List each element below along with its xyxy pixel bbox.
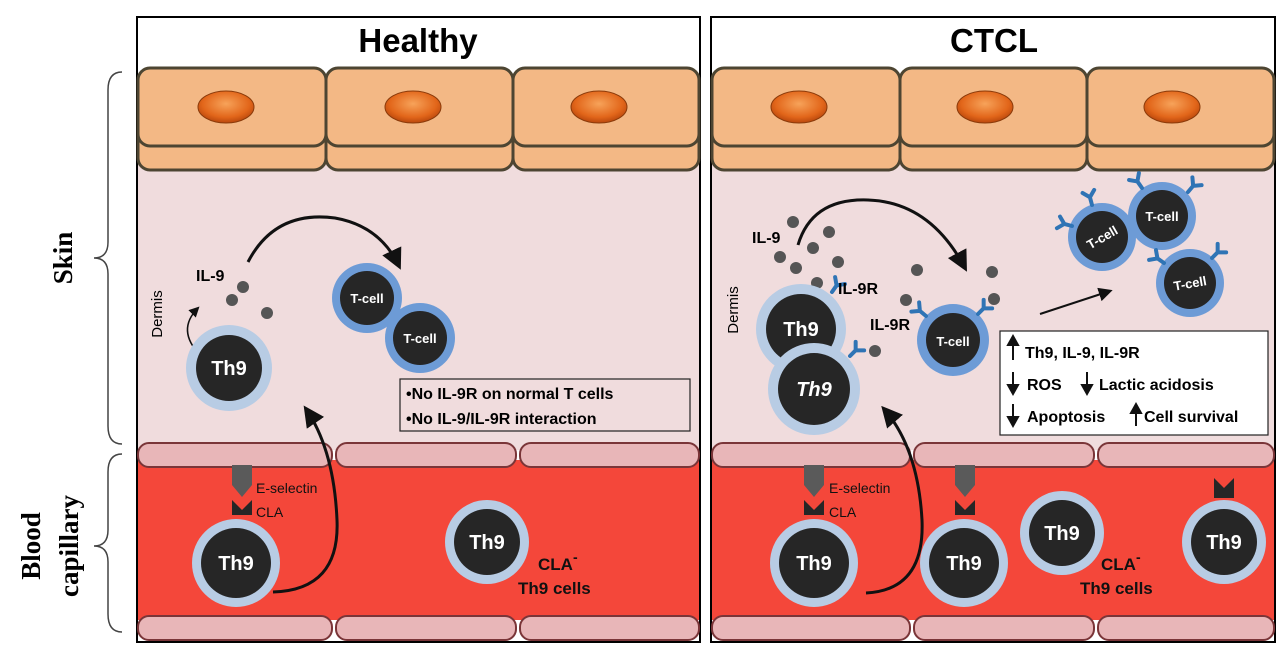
svg-text:T-cell: T-cell: [1172, 273, 1207, 294]
down-arrow-icon: [1006, 372, 1020, 397]
nucleus: [956, 90, 1014, 124]
ctcl-panel: CTCL Dermis IL-9: [710, 16, 1276, 643]
ctcl-il9-arrow: [796, 198, 967, 272]
ctcl-keratinocytes: [710, 66, 1276, 172]
svg-text:Th9: Th9: [1206, 532, 1242, 554]
effect-ros: ROS: [1027, 377, 1062, 394]
ctcl-title: CTCL: [950, 22, 1038, 59]
note-line-2: •No IL-9/IL-9R interaction: [406, 411, 597, 428]
healthy-notes-box: •No IL-9R on normal T cells •No IL-9/IL-…: [399, 378, 691, 432]
nucleus: [384, 90, 442, 124]
effect-survival: Cell survival: [1144, 409, 1238, 426]
ctcl-tcell-b: T-cell: [1128, 182, 1196, 250]
healthy-title: Healthy: [358, 22, 478, 59]
ctcl-dermis-label: Dermis: [725, 286, 742, 334]
up-arrow-icon: [1129, 401, 1143, 426]
svg-text:Th9: Th9: [469, 532, 505, 554]
svg-text:Th9: Th9: [1044, 523, 1080, 545]
ctcl-cla-marker: [1214, 478, 1234, 498]
ctcl-th9-cells-label: Th9 cells: [1080, 579, 1153, 598]
healthy-cla-label: CLA: [256, 504, 284, 520]
blood-brace: [93, 453, 123, 633]
ctcl-endothelium: [711, 442, 1275, 641]
ctcl-th9-blood-cell-2: Th9: [920, 519, 1008, 607]
svg-text:Th9: Th9: [796, 553, 832, 575]
ctcl-th9-blood-cell-4: Th9: [1182, 500, 1266, 584]
healthy-th9-blood-cell-1: Th9: [192, 519, 280, 607]
down-arrow-icon: [1006, 404, 1020, 429]
nucleus: [1143, 90, 1201, 124]
healthy-il9-label: IL-9: [196, 268, 225, 285]
il9-to-tcell-arrow: [246, 215, 402, 270]
healthy-dermis-label: Dermis: [149, 290, 166, 338]
ctcl-e-selectin-2: [955, 465, 975, 515]
ctcl-il9-dots: [774, 216, 1000, 357]
healthy-panel: Healthy Dermis IL-9: [136, 16, 701, 643]
healthy-keratinocytes: [136, 66, 701, 172]
il9-dot: [237, 281, 249, 293]
ctcl-tcell-a: T-cell: [1068, 203, 1136, 271]
nucleus: [197, 90, 255, 124]
svg-text:Th9: Th9: [783, 319, 819, 341]
svg-text:Th9: Th9: [796, 379, 832, 401]
effect-lactic: Lactic acidosis: [1099, 377, 1214, 394]
ctcl-expansion-arrow: [1039, 287, 1113, 315]
ctcl-extravasation-arrow: [865, 405, 924, 595]
blood-label: Blood: [16, 512, 46, 580]
healthy-th9-cells-label: Th9 cells: [518, 579, 591, 598]
note-line-1: •No IL-9R on normal T cells: [406, 386, 614, 403]
ctcl-th9-blood-cell-1: Th9: [770, 519, 858, 607]
ctcl-il9-label: IL-9: [752, 230, 781, 247]
ctcl-tcell-c: T-cell: [1156, 249, 1224, 317]
healthy-extravasation-arrow: [272, 405, 339, 594]
svg-text:T-cell: T-cell: [936, 334, 969, 349]
healthy-e-selectin-label: E-selectin: [256, 480, 317, 496]
ctcl-cla-label: CLA: [829, 504, 857, 520]
healthy-endothelium: [137, 442, 700, 641]
svg-text:Th9: Th9: [218, 553, 254, 575]
healthy-tcell-2: T-cell: [385, 303, 455, 373]
healthy-tcell-1: T-cell: [332, 263, 402, 333]
effect-apoptosis: Apoptosis: [1027, 409, 1105, 426]
svg-text:Th9: Th9: [946, 553, 982, 575]
ctcl-th9-blood-cell-3: Th9: [1020, 491, 1104, 575]
il9-dot: [226, 294, 238, 306]
ctcl-effects-box: Th9, IL-9, IL-9R ROS Lactic acidosis Apo…: [999, 330, 1269, 436]
ctcl-cla-negative-label: CLA-: [1101, 549, 1141, 574]
capillary-label: capillary: [54, 495, 84, 597]
ctcl-il9r-label-1: IL-9R: [838, 281, 878, 298]
up-arrow-icon: [1006, 333, 1020, 360]
down-arrow-icon: [1080, 372, 1094, 397]
ctcl-e-selectin: [804, 465, 824, 515]
ctcl-th9-skin-cell-2: Th9: [768, 343, 860, 435]
ctcl-il9r-label-2: IL-9R: [870, 317, 910, 334]
svg-text:Th9: Th9: [211, 358, 247, 380]
effect-line-1: Th9, IL-9, IL-9R: [1025, 345, 1140, 362]
skin-label: Skin: [48, 232, 78, 285]
il9-dot: [261, 307, 273, 319]
healthy-cla-negative-label: CLA-: [538, 549, 578, 574]
healthy-th9-skin-cell: Th9: [186, 325, 272, 411]
ctcl-e-selectin-label: E-selectin: [829, 480, 890, 496]
nucleus: [770, 90, 828, 124]
svg-text:T-cell: T-cell: [350, 291, 383, 306]
ctcl-tcell-main: T-cell: [917, 304, 989, 376]
svg-text:T-cell: T-cell: [1145, 209, 1178, 224]
healthy-th9-blood-cell-2: Th9: [445, 500, 529, 584]
svg-text:T-cell: T-cell: [403, 331, 436, 346]
healthy-e-selectin: [232, 465, 252, 515]
nucleus: [570, 90, 628, 124]
skin-brace: [93, 71, 123, 445]
